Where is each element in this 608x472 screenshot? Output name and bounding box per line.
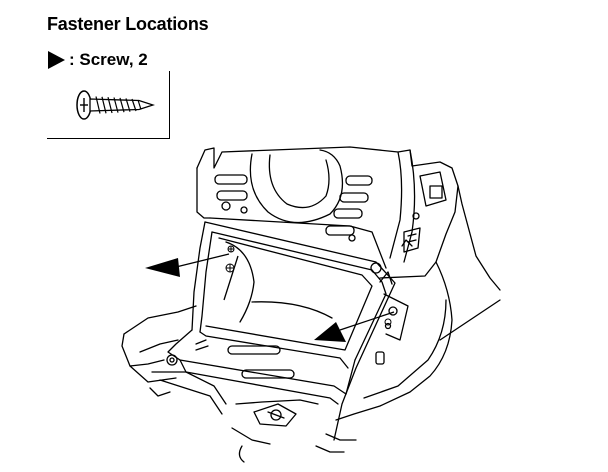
fastener-legend-box [47, 71, 170, 139]
screw-icon [76, 90, 155, 120]
console-outline-right [335, 261, 453, 421]
legend-row: : Screw, 2 [47, 49, 148, 71]
pocket-frame-outer [204, 221, 396, 441]
vent-circle [249, 149, 344, 224]
callout-arrow-right [314, 311, 395, 342]
console-outline-left [123, 305, 197, 335]
arrow-marker-icon [48, 51, 65, 69]
pocket-back-wall [205, 237, 373, 351]
diagram-title: Fastener Locations [47, 14, 209, 34]
callout-arrow-left [145, 253, 230, 277]
legend-label: : Screw, 2 [69, 50, 148, 69]
